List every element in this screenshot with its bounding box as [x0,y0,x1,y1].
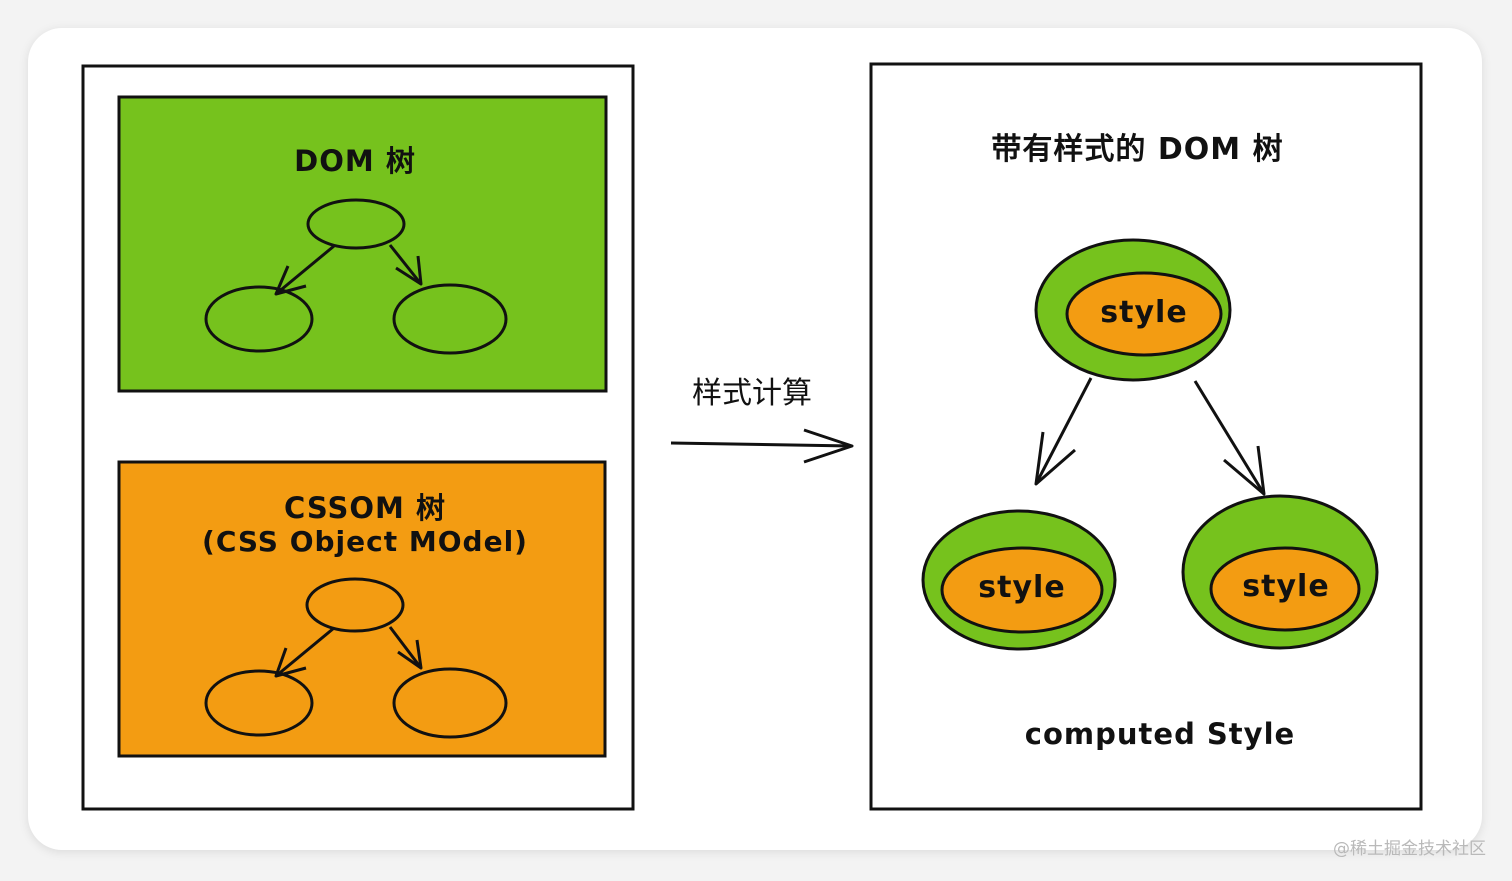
cssom-arrowhead-left [274,647,307,678]
transform-arrow-shaft [670,441,853,448]
styled-left-inner [940,546,1104,634]
style-computation-label: 样式计算 [692,376,812,411]
dom-arrowhead-right [395,255,423,286]
dom-arrowhead-left [274,265,307,296]
watermark: @稀土掘金技术社区 [1333,839,1486,859]
dom-left-node [204,285,314,353]
transform-arrowhead [803,428,854,464]
styled-right-inner [1209,546,1361,632]
cssom-edge-right [388,626,423,669]
dom-edge-left [275,244,335,296]
cssom-tree-subtitle: (CSS Object MOdel) [202,525,528,558]
dom-root-node [306,198,406,250]
dom-right-node [392,283,508,355]
styled-left-label: style [978,570,1066,605]
computed-style-caption: computed Style [1024,717,1296,751]
dom-tree-title: DOM 树 [294,144,416,178]
styled-right-label: style [1242,569,1330,604]
cssom-root-node [305,577,405,633]
styled-edge-left [1034,377,1093,485]
cssom-left-node [204,669,314,737]
styled-arrowhead-left [1034,431,1076,486]
cssom-right-node [392,667,508,739]
cssom-tree-title: CSSOM 树 [284,491,446,525]
styled-dom-tree-title: 带有样式的 DOM 树 [991,132,1284,167]
styled-arrowhead-right [1223,445,1266,496]
styled-root-label: style [1100,295,1188,330]
right-panel-frame [869,62,1423,811]
cssom-edge-left [275,626,335,678]
dom-edge-right [388,244,423,285]
styled-edge-right [1193,380,1266,495]
cssom-arrowhead-right [397,639,423,670]
styled-root-inner [1065,271,1223,357]
